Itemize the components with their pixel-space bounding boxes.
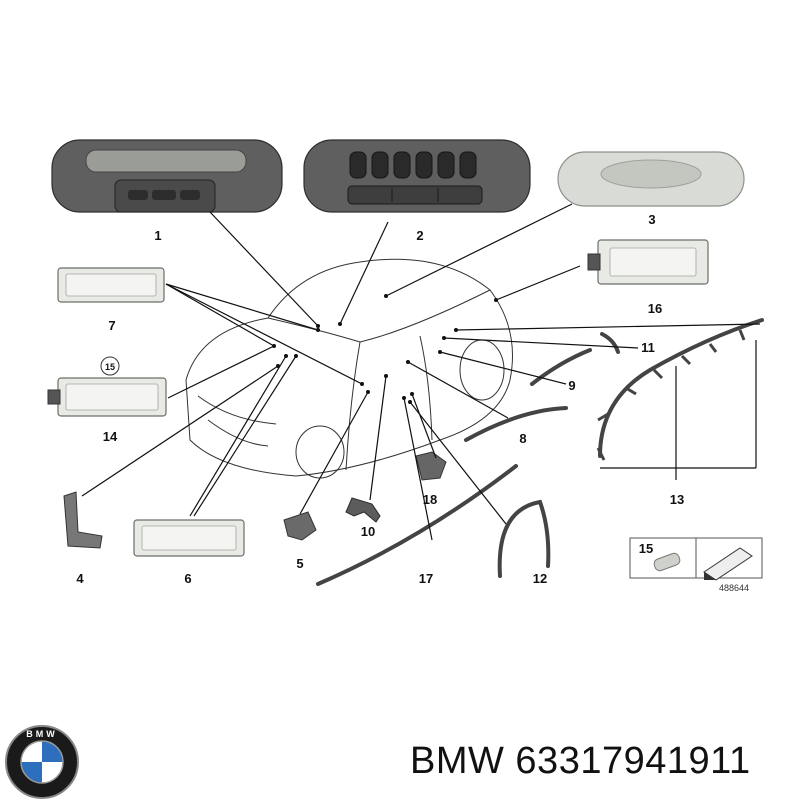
callout-13: 13: [670, 492, 684, 507]
callout-2: 2: [416, 228, 423, 243]
callout-labels: 1 2 3 16 7 15 14 11 9 8 13 18 10 4 6 5 1…: [76, 212, 684, 586]
bmw-logo: BMW: [5, 725, 79, 799]
inset-part-15: 15 488644: [629, 537, 763, 593]
leader-lines: [81, 203, 761, 541]
part-6-lamp: [133, 519, 245, 557]
callout-14: 14: [103, 429, 118, 444]
part-18-clip: [415, 451, 447, 481]
callout-10: 10: [361, 524, 375, 539]
part-11-hose: [600, 332, 620, 354]
callout-15-small: 15: [105, 362, 115, 372]
part-1-interior-light: [51, 139, 283, 213]
callout-16: 16: [648, 301, 662, 316]
callout-9: 9: [568, 378, 575, 393]
bmw-logo-text: BMW: [26, 729, 58, 739]
arrow-icon: [703, 547, 753, 581]
callout-5: 5: [296, 556, 303, 571]
callout-7: 7: [108, 318, 115, 333]
part-17-strip: [316, 464, 518, 586]
part-14-lamp: [47, 356, 167, 417]
part-12-hose: [497, 499, 551, 578]
part-number-caption: BMW 63317941911: [410, 740, 751, 782]
reference-number: 488644: [719, 583, 749, 593]
part-9-strip: [530, 348, 592, 386]
part-10-hose: [345, 497, 381, 523]
bulb-icon: [653, 552, 681, 572]
part-5-clip: [283, 511, 317, 541]
inset-part-label: 15: [639, 541, 653, 556]
callout-11: 11: [641, 340, 655, 355]
part-3-lens-cover: [557, 151, 745, 207]
part-2-overhead-switch-panel: [303, 139, 531, 213]
part-16-lamp-housing: [587, 239, 709, 285]
part-4-bracket: [63, 491, 103, 549]
part-13-rail: [596, 318, 764, 461]
callout-3: 3: [648, 212, 655, 227]
callout-6: 6: [184, 571, 191, 586]
callout-4: 4: [76, 571, 84, 586]
callout-1: 1: [154, 228, 161, 243]
callout-12: 12: [533, 571, 547, 586]
callout-17: 17: [419, 571, 433, 586]
part-7-lamp: [57, 267, 165, 303]
part-8-strip: [464, 406, 568, 442]
car-outline: [185, 258, 513, 479]
callout-8: 8: [519, 431, 526, 446]
callout-18: 18: [423, 492, 437, 507]
